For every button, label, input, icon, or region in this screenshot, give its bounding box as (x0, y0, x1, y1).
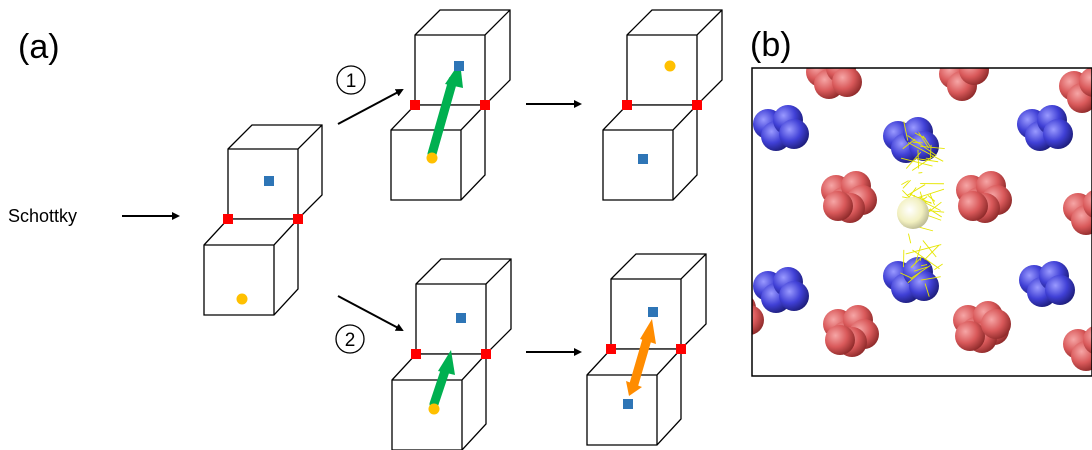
vacancy-site (606, 344, 616, 354)
path-1-marker: 1 (336, 65, 366, 95)
interstitial-square (454, 61, 464, 71)
green-arrow (429, 363, 451, 409)
red-atom (958, 191, 988, 221)
atom-cluster-layer (752, 68, 1092, 371)
blue-atom (779, 119, 809, 149)
central-atom (897, 197, 929, 229)
arrow-to-path-1 (337, 89, 404, 125)
red-atom (1079, 68, 1092, 97)
path-1-step-2 (602, 9, 723, 201)
red-atom (955, 321, 985, 351)
vacancy-site (411, 349, 421, 359)
vacancy-site (481, 349, 491, 359)
md-snapshot (751, 67, 1092, 377)
snapshot-frame (751, 67, 1092, 377)
vacancy-site (480, 100, 490, 110)
vacancy-site (622, 100, 632, 110)
path-1-step-1 (390, 9, 511, 201)
path-2-step-2 (586, 253, 707, 446)
blue-atom (909, 131, 939, 161)
red-atom (752, 305, 764, 335)
interstitial-square (623, 399, 633, 409)
red-atom (832, 68, 862, 97)
red-atom (825, 325, 855, 355)
red-atom (1083, 326, 1092, 354)
panel-b-label: (b) (750, 26, 792, 64)
vacancy-site (410, 100, 420, 110)
red-atom (1083, 190, 1092, 218)
vacancy-site (692, 100, 702, 110)
blue-atom (1043, 119, 1073, 149)
green-arrow (427, 75, 458, 159)
atom-circle (236, 293, 248, 305)
schottky-label: Schottky (8, 206, 77, 226)
vacancy-site (293, 214, 303, 224)
initial-cube-pair (203, 124, 323, 316)
path-2-marker: 2 (335, 324, 365, 354)
path-2-step-1 (391, 258, 512, 450)
interstitial-square (264, 176, 274, 186)
vacancy-site (676, 344, 686, 354)
path-1-number: 1 (346, 71, 357, 92)
arrow-to-path-2 (337, 295, 404, 331)
blue-atom (909, 271, 939, 301)
orange-arrow (629, 331, 653, 389)
red-atom (959, 68, 989, 85)
vacancy-site (223, 214, 233, 224)
blue-atom (779, 281, 809, 311)
interstitial-square (638, 154, 648, 164)
panel-a-label: (a) (18, 28, 60, 66)
interstitial-square (456, 313, 466, 323)
atom-circle (426, 152, 438, 164)
interstitial-square (648, 307, 658, 317)
blue-atom (1045, 275, 1075, 305)
path-2-number: 2 (345, 330, 356, 351)
atom-circle (664, 60, 676, 72)
atom-circle (428, 403, 440, 415)
red-atom (981, 309, 1011, 339)
red-atom (823, 191, 853, 221)
